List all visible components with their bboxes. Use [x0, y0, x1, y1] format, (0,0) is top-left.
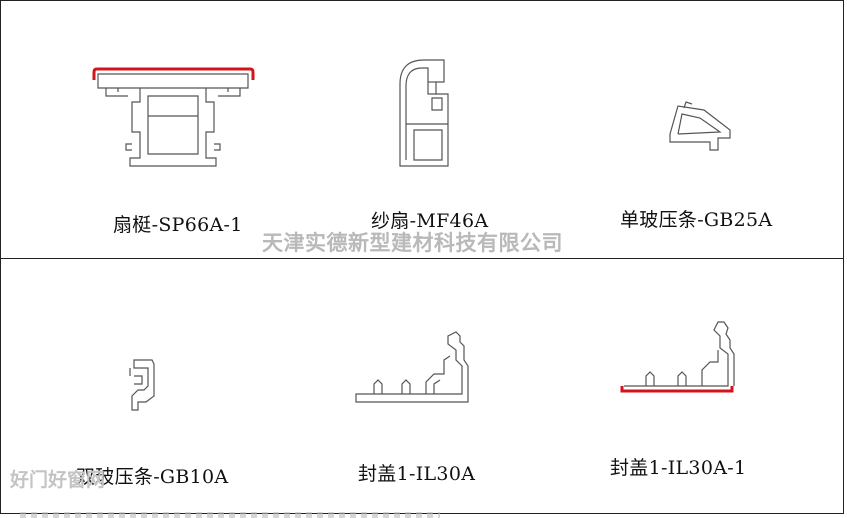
profile-label-mf46a: 纱扇-MF46A [371, 210, 489, 232]
profile-mf46a-drawing [392, 54, 458, 172]
profile-label-gb10a: 双玻压条-GB10A [76, 466, 229, 488]
profile-gb25a-drawing [664, 100, 736, 158]
company-watermark: 天津实德新型建材科技有限公司 [262, 231, 563, 255]
profile-label-il30a-1: 封盖1-IL30A-1 [610, 457, 747, 479]
profile-label-gb25a: 单玻压条-GB25A [620, 209, 773, 231]
profile-il30a-1-drawing [618, 318, 738, 394]
profile-label-sp66a-1: 扇梃-SP66A-1 [113, 214, 243, 236]
site-watermark: 好门好窗网 [10, 469, 106, 491]
profile-il30a-1-seal [622, 386, 732, 391]
profile-label-il30a: 封盖1-IL30A [358, 463, 476, 485]
profile-il30a-drawing [352, 330, 472, 410]
profile-gb10a-drawing [124, 356, 160, 416]
profile-sp66a-1-seal [94, 69, 253, 80]
profile-sp66a-1-drawing [88, 62, 258, 174]
row-divider [0, 258, 844, 259]
cropped-next-row [0, 512, 847, 518]
